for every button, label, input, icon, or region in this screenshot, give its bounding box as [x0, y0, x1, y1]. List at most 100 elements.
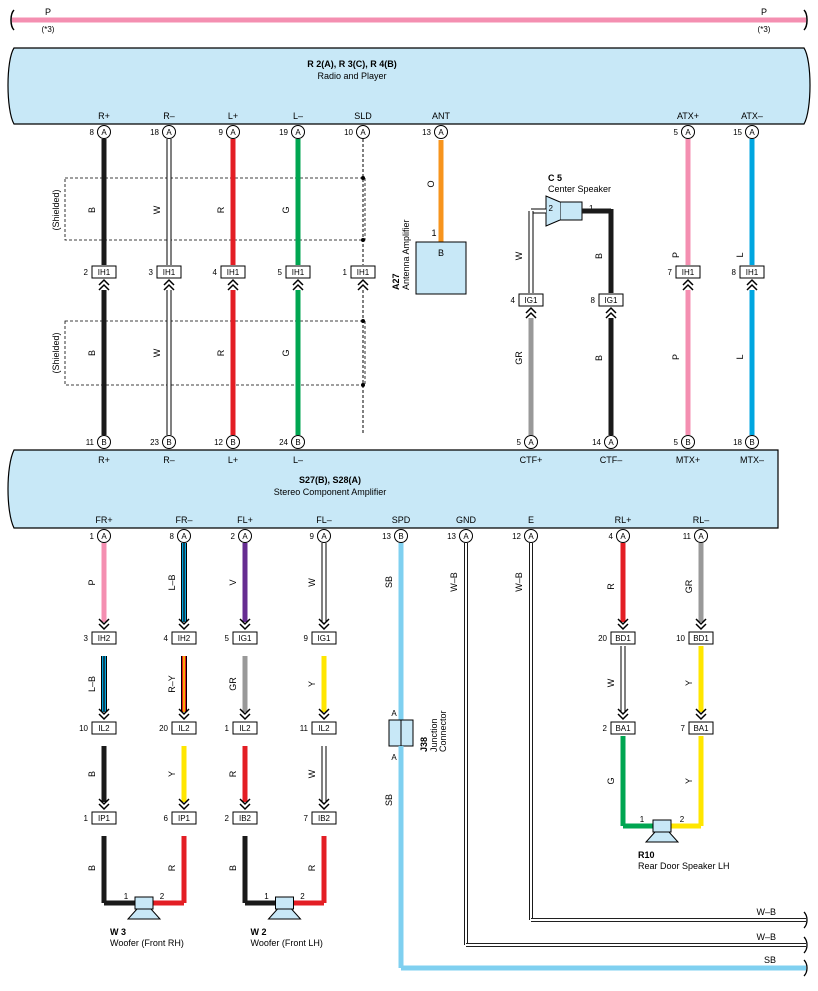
exit-break-mark: [803, 959, 808, 977]
amp-bottom-pin-connector: A: [620, 532, 626, 541]
fl-plus-pin2: 2: [225, 814, 230, 823]
upper-wire-label: W: [152, 205, 162, 214]
rear-speaker-id: R10: [638, 850, 655, 860]
woofer-lh-name: Woofer (Front LH): [251, 938, 323, 948]
radio-pin-name: ANT: [432, 111, 451, 121]
radio-pin-connector: A: [685, 128, 691, 137]
rl-plus-box0: [610, 631, 636, 645]
upper-connector-1-label: IH1: [163, 268, 176, 277]
fl-minus-arrow1: [318, 708, 330, 721]
radio-pin-circle: [356, 125, 370, 139]
fr-minus-conn2: IP1: [178, 814, 191, 823]
amp-bottom-pin-name: FR–: [175, 515, 192, 525]
upper-connector-5-pin: 7: [668, 268, 673, 277]
exit-break-mark: [803, 936, 808, 954]
upper-wire-label: L: [735, 252, 745, 257]
upper-connector-5-box: [675, 265, 701, 279]
upper-wire-label: G: [281, 206, 291, 213]
woofer-lh-pin-right: 2: [300, 892, 305, 901]
radio-pin-connector: A: [230, 128, 236, 137]
antenna-id: A27: [391, 273, 401, 290]
amp-bottom-pin-circle: [459, 529, 473, 543]
amp-top-pin-name: CTF–: [600, 455, 623, 465]
fr-minus-pin0: 4: [164, 634, 169, 643]
amp-top-pins: B11R+B23R–B12L+B24L–A5CTF+A14CTF–B5MTX+B…: [86, 435, 764, 465]
fl-minus-conn1: IL2: [318, 724, 330, 733]
amp-top-pin-connector: B: [166, 438, 171, 447]
upper-connector-0-chevron: [98, 278, 110, 291]
amp-top-pin-name: MTX+: [676, 455, 700, 465]
radio-pin-connector: A: [295, 128, 301, 137]
rl-plus-arrow0: [617, 618, 629, 631]
center-left-connector-chevron: [525, 306, 537, 319]
amp-bottom-pin-connector: A: [181, 532, 187, 541]
radio-pin-name: SLD: [354, 111, 372, 121]
upper-wire-label: R: [216, 206, 226, 213]
fr-minus-pin2: 6: [164, 814, 169, 823]
amp-bottom-pin-circle: [97, 529, 111, 543]
radio-pin-number: 5: [674, 128, 679, 137]
amp-title: S27(B), S28(A): [299, 475, 361, 485]
antenna-connector: B: [438, 248, 444, 258]
gnd-wire-label: W–B: [449, 572, 459, 592]
rl-plus-conn1: BA1: [615, 724, 631, 733]
fl-minus-box0: [311, 631, 337, 645]
radio-pin-number: 10: [344, 128, 353, 137]
upper-wire-label-lower: R: [216, 349, 226, 356]
amp-top-pin-circle: [681, 435, 695, 449]
amp-top-pin-circle: [162, 435, 176, 449]
power-note-left: (*3): [42, 25, 55, 34]
fr-minus-arrow2: [178, 798, 190, 811]
amp-top-pin-connector: B: [685, 438, 690, 447]
amp-bottom-pin-connector: A: [463, 532, 469, 541]
junction-name-line1: Junction: [429, 718, 439, 752]
fr-minus-label0: L–B: [167, 574, 177, 590]
amp-bottom-pin-circle: [616, 529, 630, 543]
amp-bottom-pin-circle: [524, 529, 538, 543]
amp-top-pin-name: CTF+: [520, 455, 543, 465]
fr-plus-box2: [91, 811, 117, 825]
woofer-rh-id: W 3: [110, 927, 126, 937]
amp-subtitle: Stereo Component Amplifier: [274, 487, 387, 497]
fr-minus-box0: [171, 631, 197, 645]
fr-minus-pin1: 20: [159, 724, 168, 733]
radio-pin-connector: A: [749, 128, 755, 137]
amp-top-pin-connector: A: [608, 438, 614, 447]
amp-bottom-pin-circle: [394, 529, 408, 543]
rl-plus-label1: W: [606, 678, 616, 687]
upper-wire-label-lower: G: [281, 349, 291, 356]
center-left-connector-pin: 4: [511, 296, 516, 305]
upper-wire-label-lower: L: [735, 354, 745, 359]
center-speaker-id: C 5: [548, 173, 562, 183]
fr-plus-label0: P: [87, 579, 97, 585]
upper-connector-6-chevron: [746, 278, 758, 291]
woofer-lh-id: W 2: [251, 927, 267, 937]
amp-bottom-pin-name: SPD: [392, 515, 411, 525]
amp-bottom-pin-name: FL+: [237, 515, 253, 525]
upper-connector-3-chevron: [292, 278, 304, 291]
amp-bottom-pin-connector: A: [528, 532, 534, 541]
amp-bottom-pin-connector: A: [242, 532, 248, 541]
upper-connector-2-box: [220, 265, 246, 279]
fr-minus-conn0: IH2: [178, 634, 191, 643]
radio-pin-number: 13: [422, 128, 431, 137]
radio-pin-connector: A: [166, 128, 172, 137]
upper-wire-label-lower: P: [671, 354, 681, 360]
fr-plus-conn0: IH2: [98, 634, 111, 643]
amp-bottom-pin-circle: [177, 529, 191, 543]
radio-pin-number: 8: [90, 128, 95, 137]
fr-plus-conn2: IP1: [98, 814, 111, 823]
amp-bottom-pin-number: 8: [170, 532, 175, 541]
stereo-amplifier-box: S27(B), S28(A) Stereo Component Amplifie…: [7, 449, 779, 529]
fr-minus-label2: Y: [167, 771, 177, 777]
upper-connector-4-chevron: [357, 278, 369, 291]
spd-wire-label-lower: SB: [384, 794, 394, 806]
fr-minus-conn1: IL2: [178, 724, 190, 733]
amp-bottom-pin-name: RL+: [615, 515, 632, 525]
upper-connector-2-chevron: [227, 278, 239, 291]
radio-title: R 2(A), R 3(C), R 4(B): [307, 59, 397, 69]
fl-plus-conn2: IB2: [239, 814, 252, 823]
fr-plus-pin0: 3: [84, 634, 89, 643]
fl-plus-pin1: 1: [225, 724, 230, 733]
